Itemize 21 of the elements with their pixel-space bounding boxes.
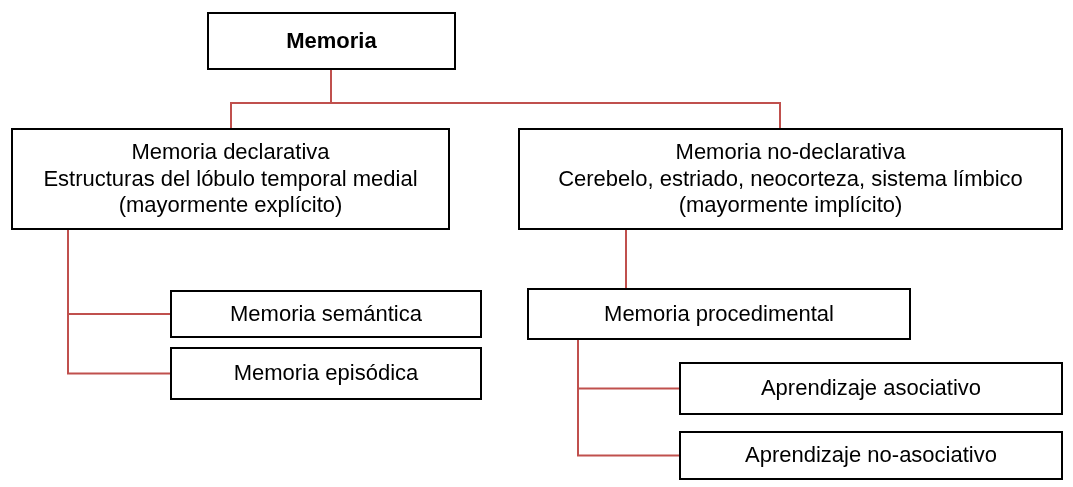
category-box (527, 288, 911, 340)
connector-line (625, 229, 627, 289)
box-title: Memoria no-declarativa (675, 139, 906, 166)
box-title: Aprendizaje no-asociativo (745, 442, 997, 469)
category-box (679, 362, 1063, 415)
box-description: Estructuras del lóbulo temporal medial (mayormente explícito) (42, 165, 419, 219)
category-box (170, 290, 482, 338)
category-box (518, 128, 1063, 230)
connector-line (67, 229, 171, 375)
category-box (170, 347, 482, 400)
category-box (679, 431, 1063, 480)
box-title: Memoria episódica (233, 360, 419, 387)
box-title: Memoria declarativa (131, 139, 330, 166)
box-title: Memoria (286, 27, 377, 55)
box-title: Memoria semántica (230, 300, 422, 328)
root-box (207, 12, 456, 70)
category-box (11, 128, 450, 230)
box-title: Aprendizaje asociativo (760, 375, 982, 402)
connector-line (577, 339, 680, 457)
box-title: Memoria procedimental (604, 300, 834, 328)
box-description: Cerebelo, estriado, neocorteza, sistema límbico (mayormente implícito) (557, 165, 1024, 219)
